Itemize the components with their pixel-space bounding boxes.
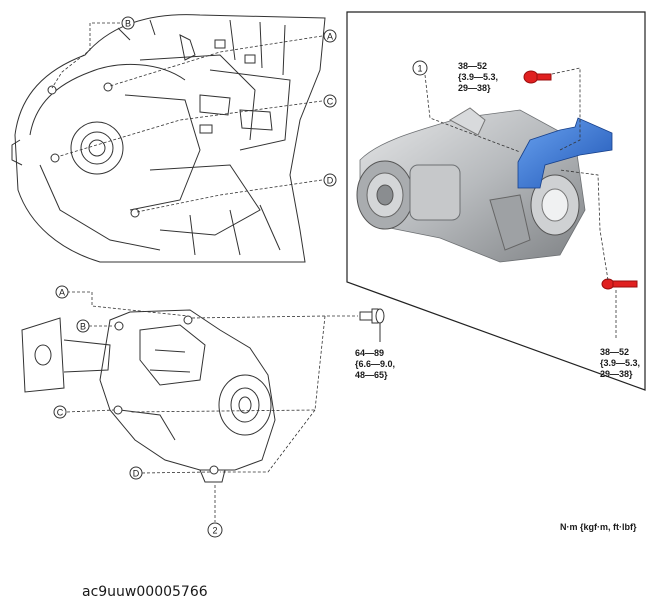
mounting-bracket	[517, 117, 613, 189]
svg-text:{3.9—5.3,: {3.9—5.3,	[458, 72, 498, 82]
torque-spec-right: 38—52 {3.9—5.3, 29—38}	[600, 347, 640, 379]
bolt-icon-center	[359, 308, 385, 342]
part-number-1: 1	[412, 60, 428, 76]
svg-text:D: D	[133, 469, 140, 479]
svg-text:1: 1	[417, 64, 422, 74]
svg-text:38—52: 38—52	[458, 61, 487, 71]
transmission-housing	[11, 14, 326, 263]
transfer-leader-lines	[66, 291, 358, 522]
svg-text:29—38}: 29—38}	[600, 369, 633, 379]
callout-d-bottom: D	[129, 466, 143, 480]
unit-label: N·m {kgf·m, ft·lbf}	[560, 522, 637, 532]
callout-b-top: B	[121, 16, 135, 30]
transfer-unit-drawing	[21, 309, 276, 483]
svg-text:B: B	[80, 322, 86, 332]
svg-text:C: C	[57, 408, 64, 418]
svg-text:64—89: 64—89	[355, 348, 384, 358]
transfer-unit-photo	[356, 107, 586, 263]
bolt-icon-top	[523, 70, 552, 84]
torque-spec-top: 38—52 {3.9—5.3, 29—38}	[458, 61, 498, 93]
callout-c-bottom: C	[53, 405, 67, 419]
callout-b-bottom: B	[76, 319, 90, 333]
svg-text:C: C	[327, 97, 334, 107]
housing-leader-lines	[51, 22, 323, 213]
svg-text:{3.9—5.3,: {3.9—5.3,	[600, 358, 640, 368]
svg-text:D: D	[327, 176, 334, 186]
housing-bolt-points	[47, 82, 140, 218]
part-number-2: 2	[207, 522, 223, 538]
svg-text:B: B	[125, 19, 131, 29]
svg-text:A: A	[59, 288, 65, 298]
svg-text:A: A	[327, 32, 333, 42]
callout-c-top: C	[323, 94, 337, 108]
callout-a-top: A	[323, 29, 337, 43]
image-code: ac9uuw00005766	[82, 584, 208, 600]
callout-a-bottom: A	[55, 285, 69, 299]
callout-d-top: D	[323, 173, 337, 187]
svg-text:38—52: 38—52	[600, 347, 629, 357]
svg-text:48—65}: 48—65}	[355, 370, 388, 380]
svg-text:2: 2	[212, 526, 217, 536]
bolt-icon-right	[601, 278, 638, 290]
inset-frame	[346, 11, 646, 391]
transfer-bolt-points	[113, 315, 219, 475]
inset-leader-lines	[424, 67, 617, 340]
svg-text:29—38}: 29—38}	[458, 83, 491, 93]
svg-text:{6.6—9.0,: {6.6—9.0,	[355, 359, 395, 369]
torque-spec-center: 64—89 {6.6—9.0, 48—65}	[355, 348, 395, 380]
